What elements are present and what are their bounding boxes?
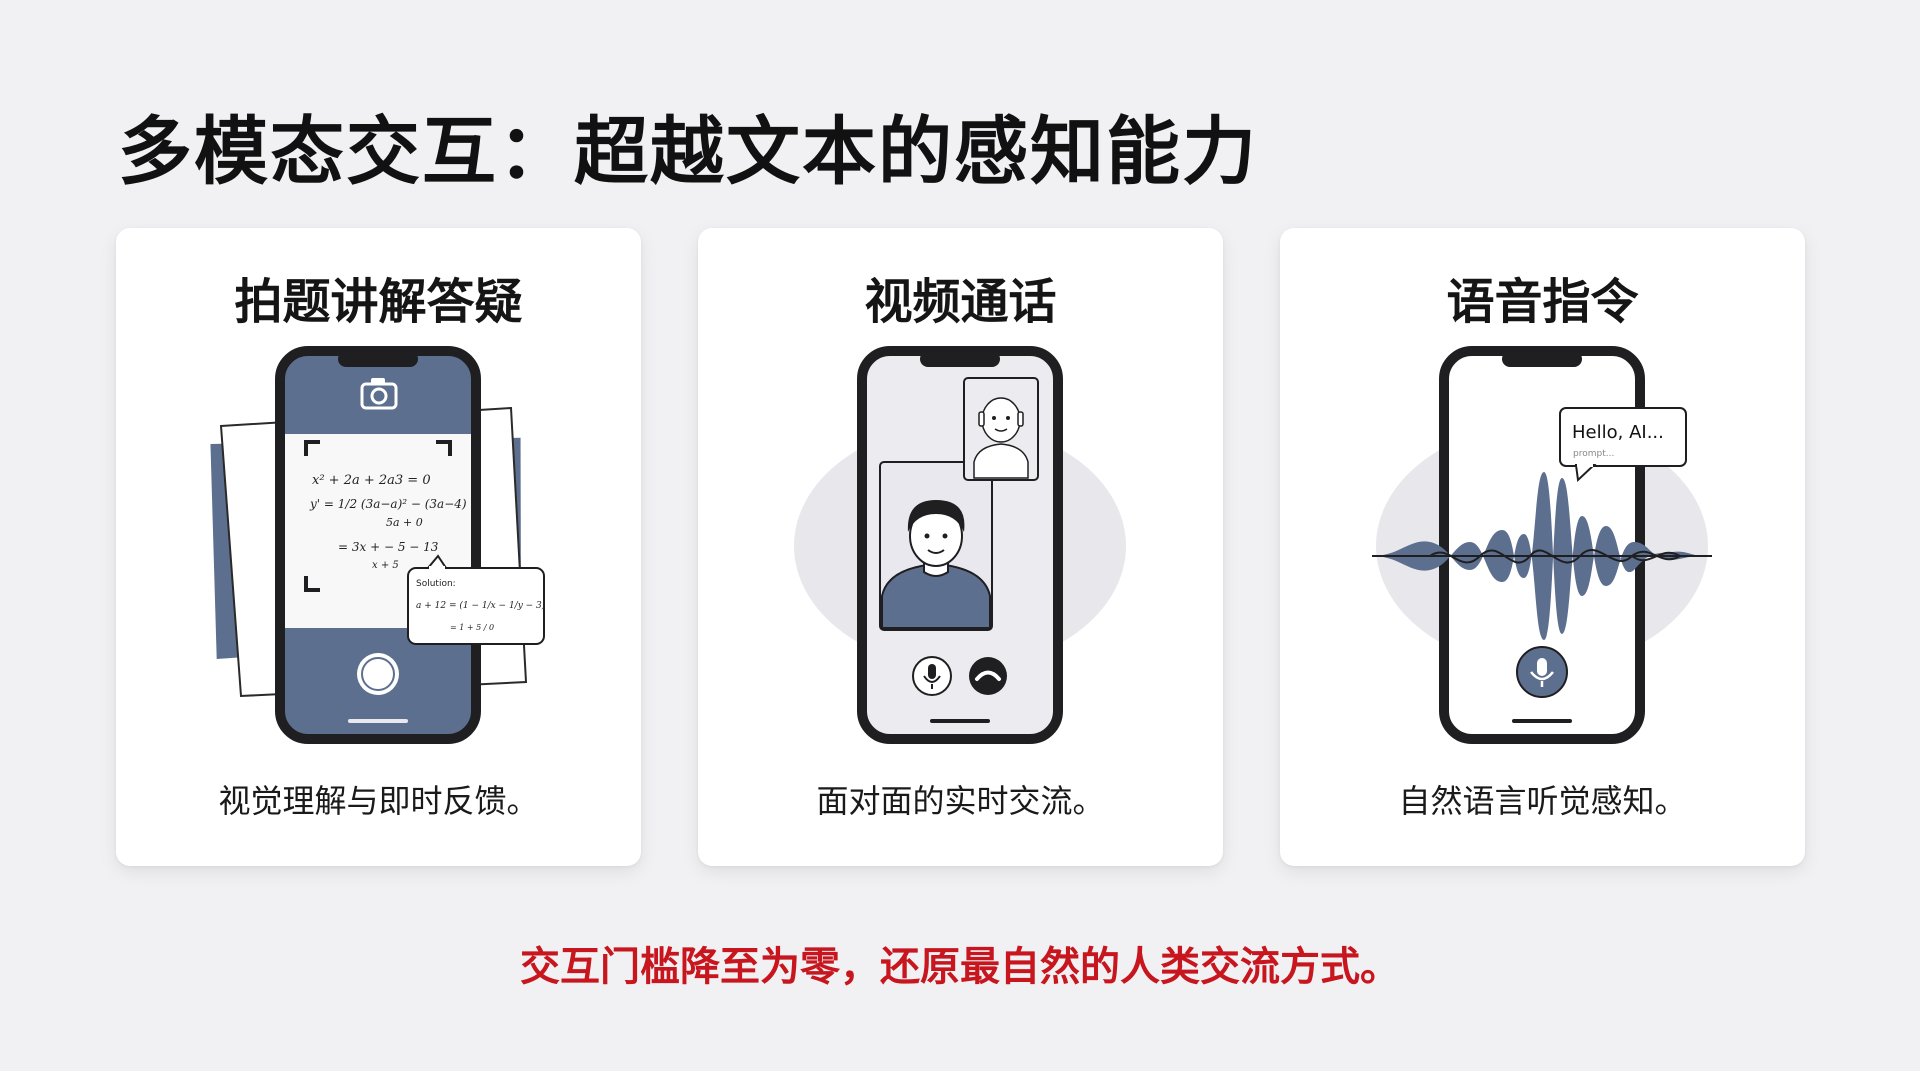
page-title: 多模态交互：超越文本的感知能力 — [118, 109, 1258, 195]
photo-question-illustration: x² + 2a + 2a3 = 0 y' = 1/2 (3a−a)² − (3a… — [210, 346, 546, 744]
bubble-text: Hello, AI... — [1572, 422, 1664, 443]
svg-text:5a + 0: 5a + 0 — [386, 516, 423, 529]
solution-bubble: Solution: a + 12 = (1 − 1/x − 1/y − 3) =… — [407, 554, 546, 645]
svg-text:x² + 2a + 2a3 = 0: x² + 2a + 2a3 = 0 — [312, 473, 431, 488]
card-caption: 视觉理解与即时反馈。 — [218, 782, 539, 820]
ai-avatar-icon — [973, 397, 1029, 479]
svg-text:y' = 1/2 (3a−a)² − (3a−4): y' = 1/2 (3a−a)² − (3a−4) — [309, 497, 467, 511]
svg-text:= 3x + − 5 − 13: = 3x + − 5 − 13 — [338, 540, 439, 554]
camera-icon[interactable] — [360, 378, 398, 410]
microphone-icon[interactable] — [912, 656, 952, 696]
card-voice-command[interactable]: 语音指令 Hello, AI... prompt... 自然语言听觉感知。 — [1280, 228, 1805, 866]
card-title: 视频通话 — [864, 274, 1057, 330]
card-caption: 面对面的实时交流。 — [816, 782, 1105, 820]
card-caption: 自然语言听觉感知。 — [1398, 782, 1687, 820]
voice-command-illustration: Hello, AI... prompt... — [1372, 346, 1712, 744]
bubble-subtext: prompt... — [1573, 449, 1614, 459]
svg-text:= 1 + 5 / 0: = 1 + 5 / 0 — [450, 623, 494, 632]
speech-bubble: Hello, AI... prompt... — [1559, 407, 1687, 483]
svg-text:x + 5: x + 5 — [372, 560, 399, 571]
microphone-icon[interactable] — [1516, 646, 1568, 698]
card-photo-question[interactable]: 拍题讲解答疑 x² + 2a + 2a3 = 0 y' = 1/2 (3a−a)… — [116, 228, 641, 866]
solution-label: Solution: — [416, 579, 456, 589]
sound-wave-icon — [1372, 472, 1712, 640]
caller-avatar-icon — [881, 500, 991, 629]
card-video-call[interactable]: 视频通话 — [698, 228, 1223, 866]
video-call-illustration — [794, 346, 1126, 744]
footer-note: 交互门槛降至为零，还原最自然的人类交流方式。 — [520, 944, 1400, 990]
svg-text:a + 12 = (1 − 1/x − 1/y − 3): a + 12 = (1 − 1/x − 1/y − 3) — [416, 600, 546, 611]
card-title: 拍题讲解答疑 — [234, 274, 523, 330]
card-title: 语音指令 — [1446, 274, 1639, 330]
math-problem: x² + 2a + 2a3 = 0 y' = 1/2 (3a−a)² − (3a… — [309, 473, 467, 571]
hang-up-icon[interactable] — [969, 657, 1007, 695]
